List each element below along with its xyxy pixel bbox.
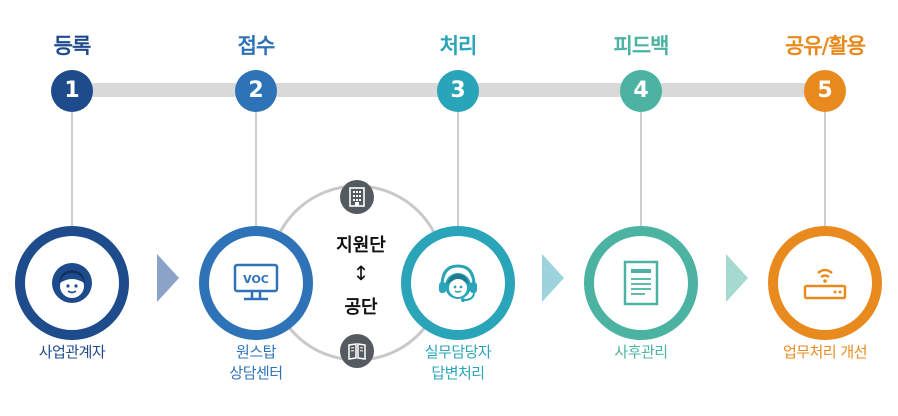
center-label-top: 지원단 (336, 235, 386, 256)
step-title-4: 피드백 (613, 34, 670, 58)
step-circle-2: VOC (199, 226, 313, 340)
building-icon (340, 180, 374, 214)
person-face-icon (52, 263, 92, 303)
step-title-1: 등록 (53, 34, 92, 58)
step-label-3: 실무담당자 답변처리 (424, 343, 492, 382)
step-circle-4 (584, 226, 698, 340)
step-label-2: 원스탑 상담센터 (229, 343, 283, 382)
step-circle-5 (768, 226, 882, 340)
step-number-2: 2 (235, 70, 277, 112)
step-circle-3 (401, 226, 515, 340)
book-icon (340, 334, 374, 368)
step-label-4: 사후관리 (614, 343, 668, 361)
step-title-3: 처리 (439, 34, 478, 58)
step-circle-1 (15, 226, 129, 340)
voc-monitor-icon: VOC (233, 263, 279, 301)
flow-arrow-1 (157, 254, 179, 302)
step-title-2: 접수 (237, 34, 276, 58)
step-number-3: 3 (437, 70, 479, 112)
voc-text: VOC (243, 273, 269, 286)
step-number-4: 4 (620, 70, 662, 112)
flow-arrow-3 (726, 254, 748, 302)
router-icon (803, 268, 847, 300)
step-label-5: 업무처리 개선 (782, 343, 868, 361)
step-number-1: 1 (51, 70, 93, 112)
flow-arrow-2 (542, 254, 564, 302)
step-number-5: 5 (804, 70, 846, 112)
step-label-1: 사업관계자 (38, 343, 106, 361)
headset-agent-icon (439, 264, 477, 302)
bidirectional-arrow-icon: ↕ (352, 261, 370, 285)
step-title-5: 공유/활용 (785, 34, 866, 58)
center-label-bottom: 공단 (344, 297, 378, 318)
document-icon (623, 260, 659, 306)
